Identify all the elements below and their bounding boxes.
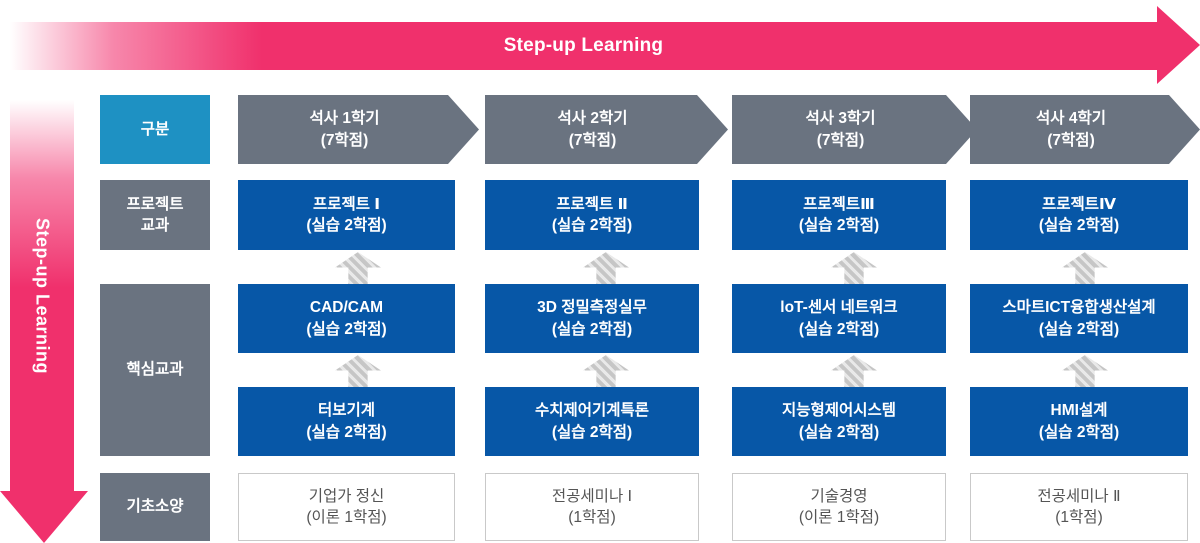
up-arrow-icon: [335, 355, 381, 388]
course-title: 터보기계: [317, 402, 376, 420]
up-arrow-icon: [583, 355, 629, 388]
top-arrow-head-icon: [1157, 6, 1200, 84]
course-title: loT-센서 네트워크: [780, 299, 898, 317]
semester-title: 석사 3학기: [805, 110, 876, 128]
course-credit: (이론 1학점): [798, 509, 880, 526]
course-credit: (실습 2학점): [798, 320, 880, 338]
course-credit: (1학점): [1055, 509, 1103, 526]
course-title: HMI설계: [1050, 402, 1108, 420]
course-credit: (실습 2학점): [551, 217, 633, 234]
course-credit: (실습 2학점): [1038, 320, 1120, 338]
course-box-core-lower-3: 지능형제어시스템 (실습 2학점): [732, 387, 946, 456]
course-credit: (실습 2학점): [306, 423, 387, 441]
course-box-core-lower-1: 터보기계 (실습 2학점): [238, 387, 455, 456]
left-arrow-banner: Step-up Learning: [0, 100, 88, 543]
course-box-core-upper-1: CAD/CAM (실습 2학점): [238, 284, 455, 353]
semester-box-3: 석사 3학기 (7학점): [732, 95, 977, 164]
course-title: 기업가 정신: [308, 487, 385, 505]
course-title: 전공세미나 Ⅰ: [551, 487, 633, 505]
course-credit: (실습 2학점): [1038, 217, 1120, 234]
semester-credit: (7학점): [816, 131, 865, 149]
course-credit: (실습 2학점): [798, 423, 880, 441]
row-label-core: 핵심교과: [100, 284, 210, 456]
course-box-basic-3: 기술경영 (이론 1학점): [732, 473, 946, 541]
row-label-text: 프로젝트: [126, 195, 184, 213]
row-label-project: 프로젝트 교과: [100, 180, 210, 250]
course-title: 프로젝트 Ⅱ: [556, 195, 628, 213]
course-title: 프로젝트Ⅳ: [1041, 195, 1117, 213]
up-arrow-icon: [335, 252, 381, 285]
course-title: 프로젝트 Ⅰ: [312, 195, 381, 213]
row-label-category: 구분: [100, 95, 210, 164]
course-box-basic-2: 전공세미나 Ⅰ (1학점): [485, 473, 699, 541]
row-label-text: 기초소양: [126, 498, 184, 516]
course-credit: (실습 2학점): [798, 217, 880, 234]
row-label-text: 핵심교과: [126, 361, 184, 379]
course-title: 스마트ICT융합생산설계: [1002, 299, 1156, 317]
course-title: 3D 정밀측정실무: [537, 299, 647, 317]
up-arrow-icon: [831, 355, 877, 388]
course-credit: (1학점): [568, 509, 616, 526]
semester-credit: (7학점): [1047, 131, 1095, 149]
semester-title: 석사 1학기: [309, 110, 380, 128]
top-arrow-banner: Step-up Learning: [10, 6, 1200, 84]
course-credit: (실습 2학점): [551, 423, 633, 441]
course-credit: (실습 2학점): [306, 320, 387, 338]
semester-credit: (7학점): [320, 131, 369, 149]
row-label-text: 교과: [140, 217, 170, 234]
up-arrow-icon: [1062, 355, 1108, 388]
left-arrow-shaft: [10, 100, 74, 491]
semester-box-2: 석사 2학기 (7학점): [485, 95, 728, 164]
semester-title: 석사 2학기: [557, 110, 628, 128]
course-title: 프로젝트Ⅲ: [803, 195, 875, 213]
course-box-core-lower-4: HMI설계 (실습 2학점): [970, 387, 1188, 456]
course-box-core-upper-4: 스마트ICT융합생산설계 (실습 2학점): [970, 284, 1188, 353]
course-box-core-upper-2: 3D 정밀측정실무 (실습 2학점): [485, 284, 699, 353]
top-banner-label: Step-up Learning: [503, 35, 664, 56]
course-credit: (실습 2학점): [1038, 423, 1120, 441]
course-title: 전공세미나 Ⅱ: [1037, 487, 1121, 505]
course-credit: (이론 1학점): [306, 509, 387, 526]
course-box-project-2: 프로젝트 Ⅱ (실습 2학점): [485, 180, 699, 250]
up-arrow-icon: [1062, 252, 1108, 285]
course-box-project-3: 프로젝트Ⅲ (실습 2학점): [732, 180, 946, 250]
semester-credit: (7학점): [568, 131, 617, 149]
left-banner-label: Step-up Learning: [32, 217, 53, 374]
semester-title: 석사 4학기: [1036, 110, 1106, 128]
course-title: 수치제어기계특론: [534, 402, 650, 420]
row-label-text: 구분: [140, 120, 170, 138]
course-credit: (실습 2학점): [306, 217, 387, 234]
course-box-core-upper-3: loT-센서 네트워크 (실습 2학점): [732, 284, 946, 353]
course-box-core-lower-2: 수치제어기계특론 (실습 2학점): [485, 387, 699, 456]
course-box-project-4: 프로젝트Ⅳ (실습 2학점): [970, 180, 1188, 250]
semester-box-4: 석사 4학기 (7학점): [970, 95, 1200, 164]
course-box-basic-4: 전공세미나 Ⅱ (1학점): [970, 473, 1188, 541]
course-credit: (실습 2학점): [551, 320, 633, 338]
course-title: CAD/CAM: [309, 299, 384, 317]
course-box-project-1: 프로젝트 Ⅰ (실습 2학점): [238, 180, 455, 250]
row-label-basic: 기초소양: [100, 473, 210, 541]
course-box-basic-1: 기업가 정신 (이론 1학점): [238, 473, 455, 541]
up-arrow-icon: [831, 252, 877, 285]
up-arrow-icon: [583, 252, 629, 285]
course-title: 지능형제어시스템: [781, 402, 897, 420]
top-arrow-shaft: [10, 22, 1157, 70]
left-arrow-head-icon: [0, 491, 88, 543]
semester-box-1: 석사 1학기 (7학점): [238, 95, 479, 164]
course-title: 기술경영: [810, 487, 868, 505]
